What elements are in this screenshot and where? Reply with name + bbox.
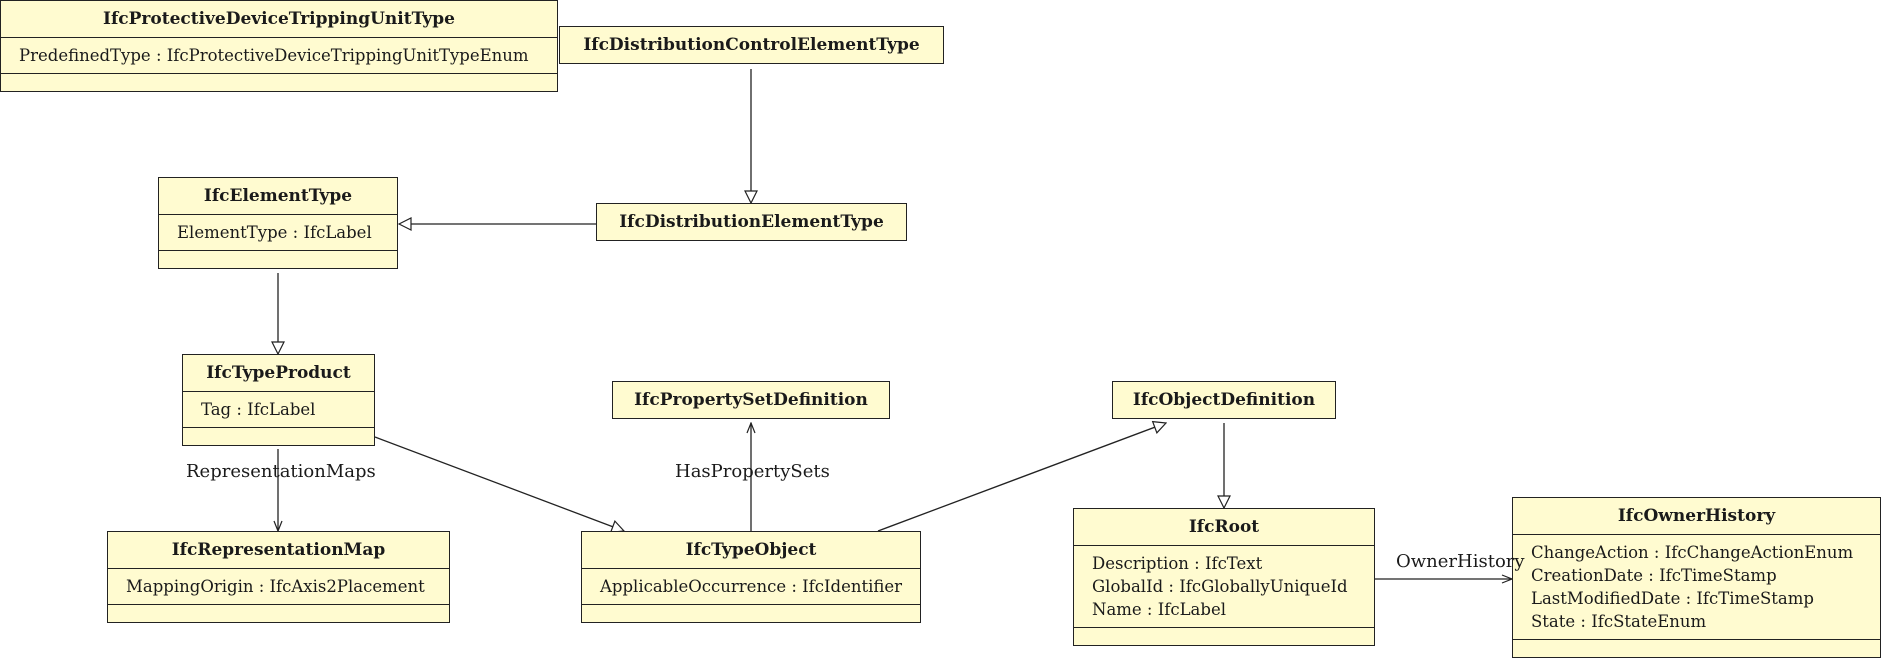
class-name: IfcPropertySetDefinition [634, 390, 868, 410]
class-ifc-distribution-control-element-type: IfcDistributionControlElementType [559, 26, 944, 64]
class-name: IfcRepresentationMap [171, 540, 386, 560]
class-attributes: PredefinedType : IfcProtectiveDeviceTrip… [1, 37, 557, 73]
class-ifc-distribution-element-type: IfcDistributionElementType [596, 203, 907, 241]
class-name: IfcTypeProduct [206, 363, 351, 383]
attribute: State : IfcStateEnum [1531, 612, 1707, 631]
class-name: IfcOwnerHistory [1617, 506, 1776, 526]
class-operations [108, 604, 449, 622]
attribute: Description : IfcText [1092, 554, 1263, 573]
attribute: PredefinedType : IfcProtectiveDeviceTrip… [19, 46, 529, 65]
class-ifc-element-type: IfcElementType ElementType : IfcLabel [158, 177, 398, 269]
attribute: GlobalId : IfcGloballyUniqueId [1092, 577, 1348, 596]
attribute: MappingOrigin : IfcAxis2Placement [126, 577, 425, 596]
class-attributes: Tag : IfcLabel [183, 391, 374, 427]
attribute: ApplicableOccurrence : IfcIdentifier [600, 577, 903, 596]
class-operations [1513, 639, 1880, 657]
class-ifc-root: IfcRoot Description : IfcText GlobalId :… [1073, 508, 1375, 646]
class-operations [1074, 627, 1374, 645]
class-name: IfcRoot [1188, 517, 1260, 537]
class-ifc-property-set-definition: IfcPropertySetDefinition [612, 381, 890, 419]
attribute: ElementType : IfcLabel [177, 223, 372, 242]
class-operations [582, 604, 920, 622]
gen-to-od [877, 423, 1166, 532]
class-ifc-type-object: IfcTypeObject ApplicableOccurrence : Ifc… [581, 531, 921, 623]
class-name: IfcDistributionControlElementType [583, 35, 920, 55]
edge-label-has-property-sets: HasPropertySets [675, 461, 830, 482]
class-name: IfcElementType [203, 186, 353, 206]
class-attributes: MappingOrigin : IfcAxis2Placement [108, 568, 449, 604]
class-name: IfcTypeObject [685, 540, 817, 560]
attribute: LastModifiedDate : IfcTimeStamp [1531, 589, 1814, 608]
class-ifc-protective-device-tripping-unit-type: IfcProtectiveDeviceTrippingUnitType Pred… [0, 0, 558, 92]
class-ifc-type-product: IfcTypeProduct Tag : IfcLabel [182, 354, 375, 446]
class-operations [159, 250, 397, 268]
gen-tp-to [374, 436, 624, 531]
attribute: ChangeAction : IfcChangeActionEnum [1531, 543, 1854, 562]
attribute: Tag : IfcLabel [201, 400, 316, 419]
class-attributes: ElementType : IfcLabel [159, 214, 397, 250]
attribute: Name : IfcLabel [1092, 600, 1226, 619]
attribute: CreationDate : IfcTimeStamp [1531, 566, 1777, 585]
class-ifc-owner-history: IfcOwnerHistory ChangeAction : IfcChange… [1512, 497, 1881, 658]
edge-label-owner-history: OwnerHistory [1396, 551, 1525, 572]
class-ifc-representation-map: IfcRepresentationMap MappingOrigin : Ifc… [107, 531, 450, 623]
class-name: IfcProtectiveDeviceTrippingUnitType [103, 9, 455, 29]
class-name: IfcDistributionElementType [619, 212, 884, 232]
edge-label-representation-maps: RepresentationMaps [186, 461, 376, 482]
class-name: IfcObjectDefinition [1132, 390, 1316, 410]
class-attributes: ApplicableOccurrence : IfcIdentifier [582, 568, 920, 604]
class-attributes: ChangeAction : IfcChangeActionEnum Creat… [1513, 534, 1880, 639]
class-operations [1, 73, 557, 91]
class-ifc-object-definition: IfcObjectDefinition [1112, 381, 1336, 419]
class-operations [183, 427, 374, 445]
class-attributes: Description : IfcText GlobalId : IfcGlob… [1074, 545, 1374, 627]
